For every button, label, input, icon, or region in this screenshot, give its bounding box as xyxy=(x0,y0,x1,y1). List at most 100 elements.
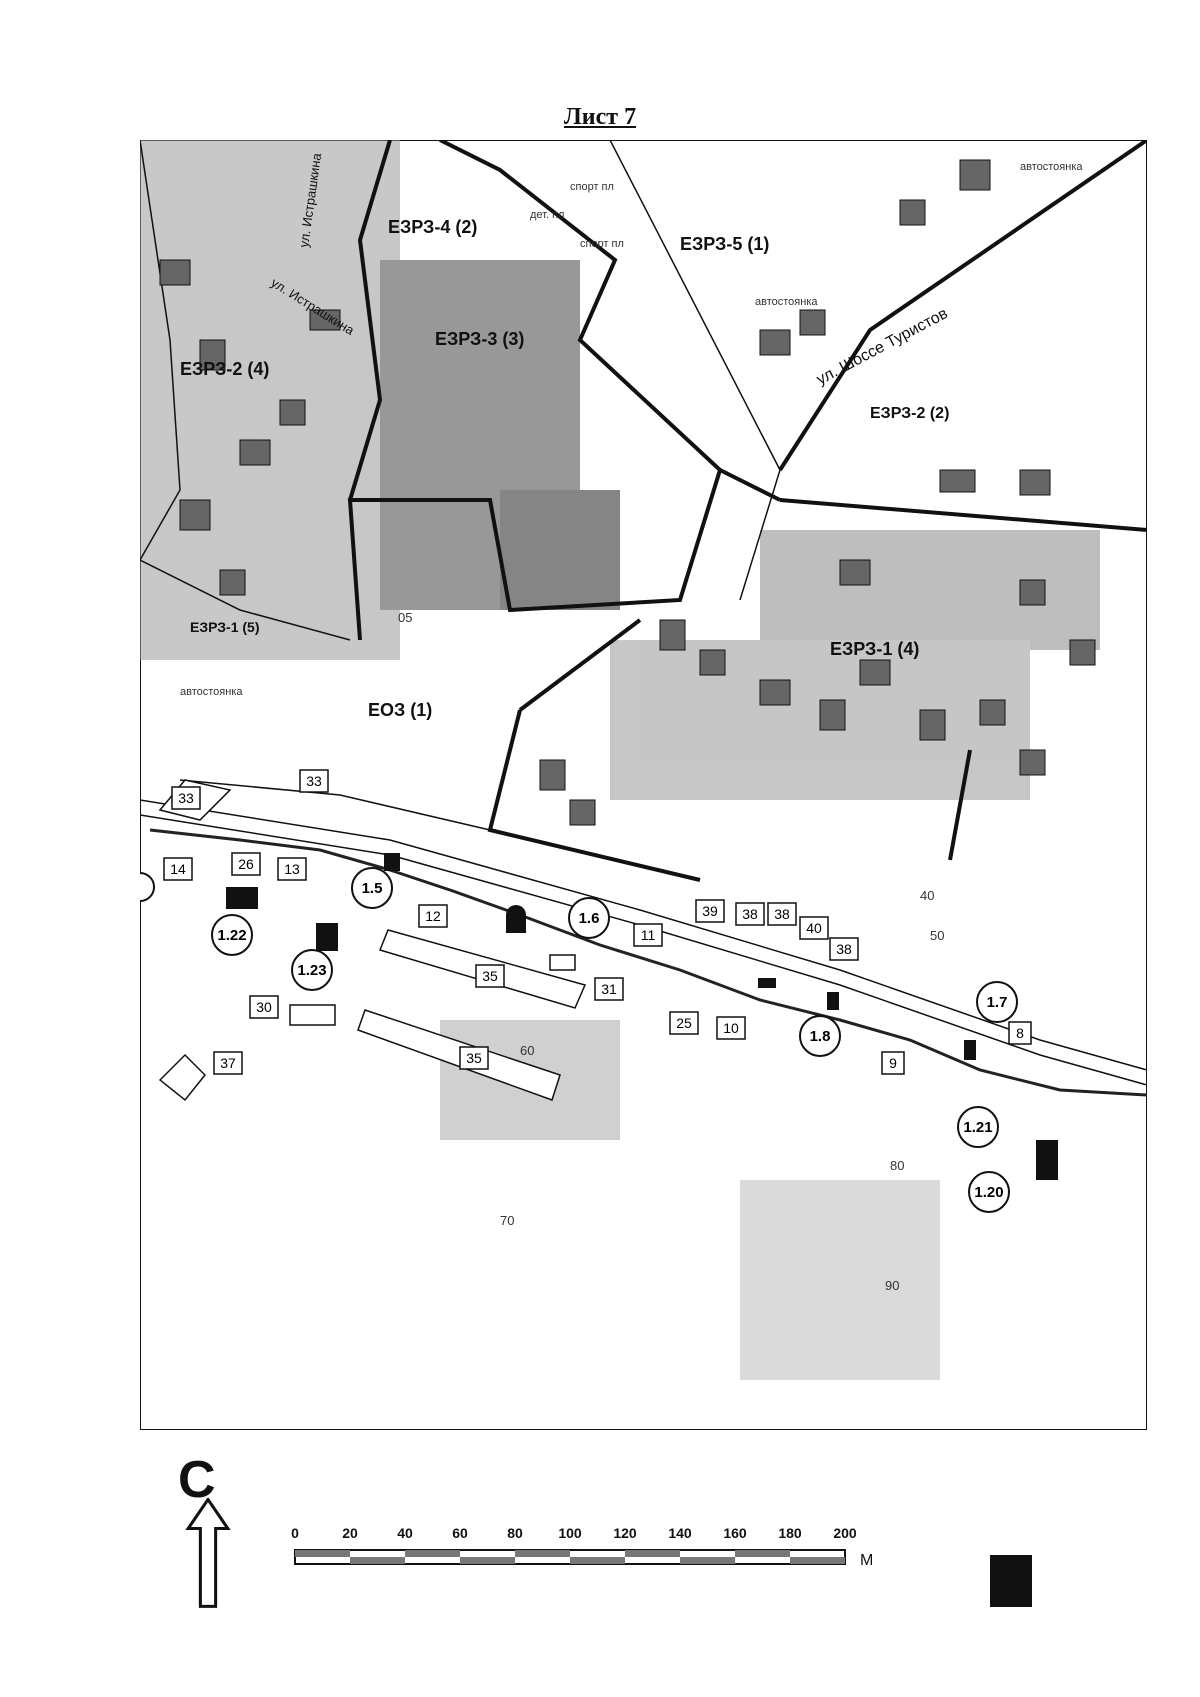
square-marker-14[interactable]: 14 xyxy=(163,857,193,881)
square-marker-11[interactable]: 11 xyxy=(633,923,663,947)
square-marker-8[interactable]: 8 xyxy=(1008,1021,1032,1045)
zone-label-ezrz-1-4[interactable]: ЕЗРЗ-1 (4) xyxy=(830,639,919,659)
svg-text:40: 40 xyxy=(806,920,822,936)
scale-tick-40: 40 xyxy=(397,1525,413,1541)
edge-circle-fragment xyxy=(140,872,155,902)
svg-text:9: 9 xyxy=(889,1055,897,1071)
circle-marker-1-20[interactable]: 1.20 xyxy=(968,1171,1010,1213)
terrain-shading xyxy=(140,140,1100,1380)
black-objects xyxy=(226,853,1058,1180)
contour-70: 70 xyxy=(500,1213,514,1228)
square-marker-33a[interactable]: 33 xyxy=(299,769,329,793)
detsk-pl-label: дет. пл xyxy=(530,209,564,221)
north-arrow-icon xyxy=(185,1498,231,1608)
svg-text:14: 14 xyxy=(170,861,186,877)
svg-text:1.6: 1.6 xyxy=(579,910,600,927)
map-canvas[interactable]: 40 50 60 70 80 90 05 автостоянка автосто… xyxy=(140,140,1147,1430)
svg-text:13: 13 xyxy=(284,861,300,877)
legend-black-swatch xyxy=(990,1555,1032,1607)
contour-60: 60 xyxy=(520,1043,534,1058)
scale-tick-60: 60 xyxy=(452,1525,468,1541)
square-marker-25[interactable]: 25 xyxy=(669,1011,699,1035)
scale-tick-0: 0 xyxy=(291,1525,299,1541)
contour-50: 50 xyxy=(930,928,944,943)
svg-text:12: 12 xyxy=(425,908,441,924)
square-marker-38c[interactable]: 38 xyxy=(829,937,859,961)
square-marker-33b[interactable]: 33 xyxy=(171,786,201,810)
avtostoyanka-label: автостоянка xyxy=(180,686,243,698)
scale-tick-120: 120 xyxy=(613,1525,637,1541)
circle-marker-1-8[interactable]: 1.8 xyxy=(799,1015,841,1057)
scale-unit: М xyxy=(860,1552,873,1569)
zone-label-ezrz-2-4[interactable]: ЕЗРЗ-2 (4) xyxy=(180,359,269,379)
svg-text:10: 10 xyxy=(723,1020,739,1036)
svg-text:1.8: 1.8 xyxy=(810,1028,831,1045)
zone-label-ezrz-3-3[interactable]: ЕЗРЗ-3 (3) xyxy=(435,329,524,349)
svg-text:1.5: 1.5 xyxy=(362,880,383,897)
contour-40: 40 xyxy=(920,888,934,903)
square-marker-35a[interactable]: 35 xyxy=(475,964,505,988)
svg-text:26: 26 xyxy=(238,856,254,872)
circle-marker-1-21[interactable]: 1.21 xyxy=(957,1106,999,1148)
zone-label-ezrz-2-2[interactable]: ЕЗРЗ-2 (2) xyxy=(870,405,949,422)
circle-marker-1-6[interactable]: 1.6 xyxy=(568,897,610,939)
square-marker-30[interactable]: 30 xyxy=(249,995,279,1019)
circle-marker-1-22[interactable]: 1.22 xyxy=(211,914,253,956)
avtostoyanka-label-2: автостоянка xyxy=(755,296,818,308)
square-marker-38b[interactable]: 38 xyxy=(767,902,797,926)
square-marker-40[interactable]: 40 xyxy=(799,916,829,940)
square-marker-9[interactable]: 9 xyxy=(881,1051,905,1075)
svg-text:37: 37 xyxy=(220,1055,236,1071)
svg-text:38: 38 xyxy=(742,906,758,922)
contour-labels: 40 50 60 70 80 90 05 автостоянка автосто… xyxy=(180,161,1083,1293)
scale-tick-80: 80 xyxy=(507,1525,523,1541)
scale-tick-160: 160 xyxy=(723,1525,747,1541)
square-marker-38a[interactable]: 38 xyxy=(735,902,765,926)
zone-label-ezrz-5-1[interactable]: ЕЗРЗ-5 (1) xyxy=(680,234,769,254)
circle-markers: 1.5 1.6 1.7 1.8 1.20 1.21 1.22 1.23 xyxy=(211,867,1018,1213)
utility-line xyxy=(149,828,1147,1097)
sport-pl-label-2: спорт пл xyxy=(580,238,624,250)
circle-marker-1-7[interactable]: 1.7 xyxy=(976,981,1018,1023)
svg-text:38: 38 xyxy=(836,941,852,957)
zone-labels: ЕЗРЗ-1 (4) ЕЗРЗ-1 (5) ЕЗРЗ-2 (2) ЕЗРЗ-2 … xyxy=(180,217,949,720)
scale-tick-200: 200 xyxy=(833,1525,857,1541)
svg-text:1.20: 1.20 xyxy=(974,1184,1003,1201)
svg-text:35: 35 xyxy=(466,1050,482,1066)
square-marker-35b[interactable]: 35 xyxy=(459,1046,489,1070)
svg-text:8: 8 xyxy=(1016,1025,1024,1041)
square-marker-10[interactable]: 10 xyxy=(716,1016,746,1040)
square-marker-26[interactable]: 26 xyxy=(231,852,261,876)
circle-marker-1-23[interactable]: 1.23 xyxy=(291,949,333,991)
svg-text:31: 31 xyxy=(601,981,617,997)
svg-text:38: 38 xyxy=(774,906,790,922)
square-marker-39[interactable]: 39 xyxy=(695,899,725,923)
zone-label-eoz-1[interactable]: ЕОЗ (1) xyxy=(368,700,432,720)
scale-tick-20: 20 xyxy=(342,1525,358,1541)
square-marker-37[interactable]: 37 xyxy=(213,1051,243,1075)
scale-tick-100: 100 xyxy=(558,1525,582,1541)
square-markers: 8 9 10 11 12 13 14 25 26 30 31 33 33 35 … xyxy=(163,769,1032,1075)
svg-text:1.7: 1.7 xyxy=(987,994,1008,1011)
svg-text:39: 39 xyxy=(702,903,718,919)
scale-tick-180: 180 xyxy=(778,1525,802,1541)
buildings xyxy=(159,159,1096,826)
square-marker-13[interactable]: 13 xyxy=(277,857,307,881)
zone-label-ezrz-4-2[interactable]: ЕЗРЗ-4 (2) xyxy=(388,217,477,237)
svg-text:1.22: 1.22 xyxy=(217,927,246,944)
square-marker-12[interactable]: 12 xyxy=(418,904,448,928)
contour-05: 05 xyxy=(398,610,412,625)
zone-label-ezrz-1-5[interactable]: ЕЗРЗ-1 (5) xyxy=(190,619,259,635)
scale-bar: 0 20 40 60 80 100 120 140 160 180 200 М xyxy=(291,1525,873,1569)
road-lines xyxy=(140,140,1147,1086)
svg-text:1.23: 1.23 xyxy=(297,962,326,979)
svg-text:30: 30 xyxy=(256,999,272,1015)
circle-marker-1-5[interactable]: 1.5 xyxy=(351,867,393,909)
page-title: Лист 7 xyxy=(563,104,637,130)
avtostoyanka-label-3: автостоянка xyxy=(1020,161,1083,173)
svg-text:33: 33 xyxy=(306,773,322,789)
square-marker-31[interactable]: 31 xyxy=(594,977,624,1001)
scale-tick-140: 140 xyxy=(668,1525,692,1541)
svg-text:33: 33 xyxy=(178,790,194,806)
contour-80: 80 xyxy=(890,1158,904,1173)
